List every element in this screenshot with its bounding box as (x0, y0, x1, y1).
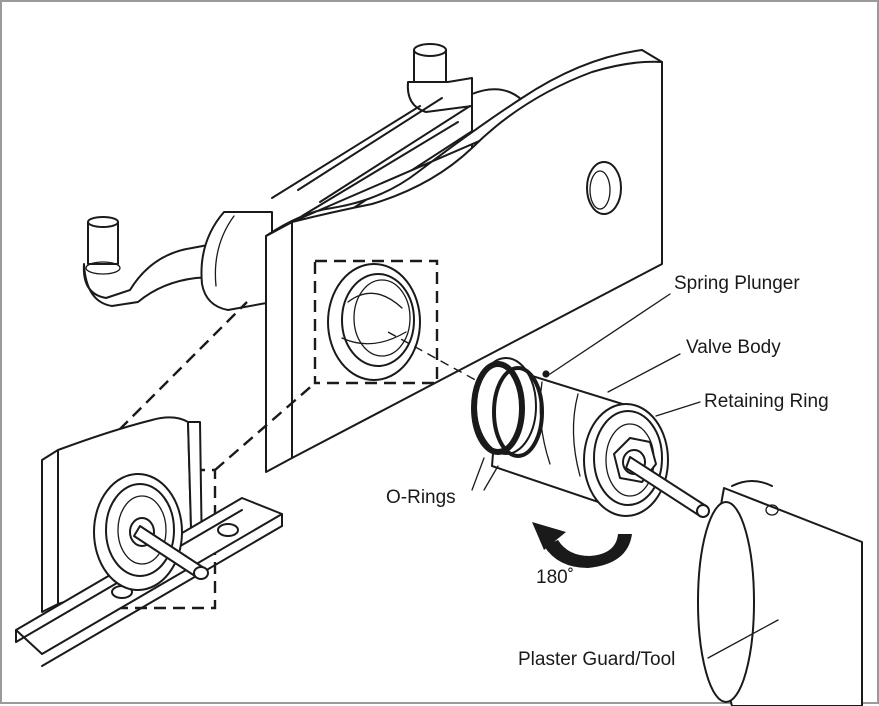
plaster-guard-tool (697, 480, 863, 706)
label-valve-body: Valve Body (686, 337, 781, 358)
inset-installed-view (15, 416, 283, 667)
valve-cartridge (471, 357, 710, 518)
label-spring-plunger: Spring Plunger (674, 273, 800, 294)
label-retaining-ring: Retaining Ring (704, 391, 829, 412)
leader-lines (471, 293, 779, 659)
curved-arrow-icon (532, 522, 632, 568)
label-o-rings: O-Rings (386, 487, 456, 508)
mounting-plate (265, 49, 663, 473)
label-rotation-angle: 180˚ (536, 567, 575, 588)
label-plaster-guard-tool: Plaster Guard/Tool (518, 649, 676, 670)
